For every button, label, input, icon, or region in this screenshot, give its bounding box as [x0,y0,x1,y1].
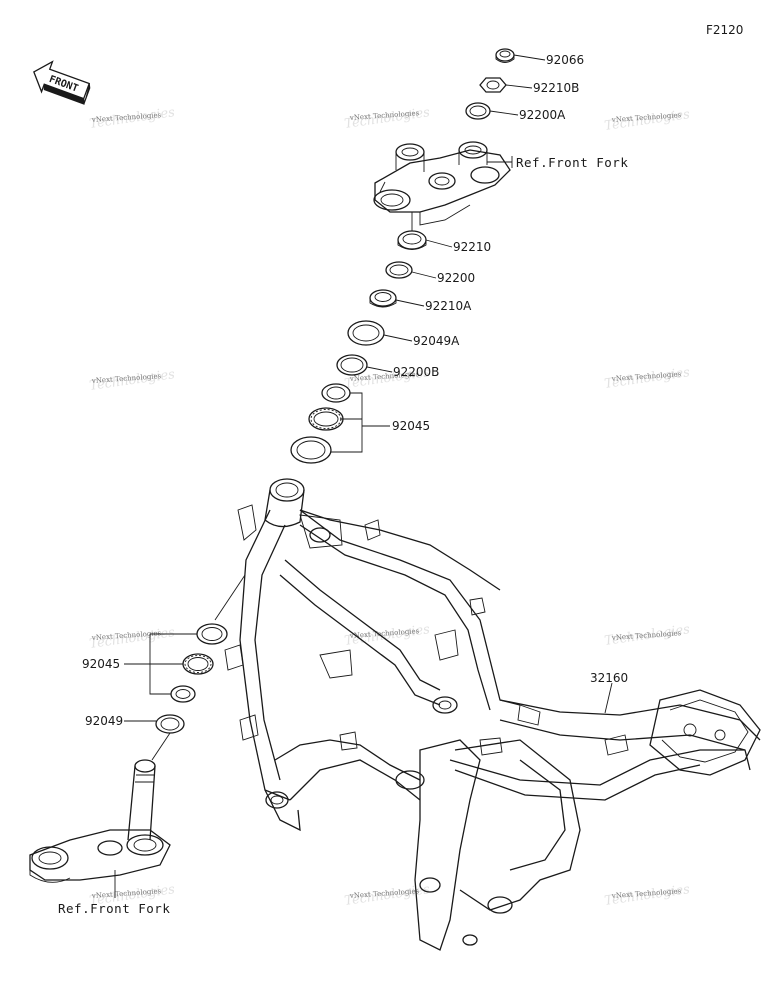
nut-92210B [479,77,507,93]
front-arrow-icon: FRONT [33,60,91,105]
cap-92066 [495,48,515,63]
frame-to-bearing-line [214,574,246,621]
part-label-92200A: 92200A [519,108,566,122]
washer-92200B [336,354,368,376]
leader-lines [114,54,613,898]
part-label-92045-top: 92045 [392,419,430,433]
watermark-layer: Technologies Technologies Technologies T… [88,105,691,909]
part-label-92200: 92200 [437,271,475,285]
seal-92049A [347,320,385,346]
frame-32160 [224,478,761,951]
ref-front-fork-top: Ref.Front Fork [516,155,628,170]
part-label-92210B: 92210B [533,81,579,95]
diagram-code: F2120 [706,23,743,37]
washer-92200 [385,261,413,279]
washer-92200A [465,102,491,120]
lower-triple-clamp [29,759,171,883]
part-label-92210: 92210 [453,240,491,254]
bearing-set-92045-top [290,383,351,464]
part-label-32160: 32160 [590,671,628,685]
bearing-set-92045-bottom [170,623,228,703]
part-label-92200B: 92200B [393,365,439,379]
part-label-92045-bottom: 92045 [82,657,120,671]
part-label-92210A: 92210A [425,299,472,313]
part-label-92049A: 92049A [413,334,460,348]
part-label-92049: 92049 [85,714,123,728]
seal-92049 [155,714,185,734]
part-label-92066: 92066 [546,53,584,67]
upper-triple-clamp [373,141,511,226]
locknut-92210 [397,230,427,250]
nut-92210A [369,289,397,308]
ref-front-fork-bottom: Ref.Front Fork [58,901,170,916]
